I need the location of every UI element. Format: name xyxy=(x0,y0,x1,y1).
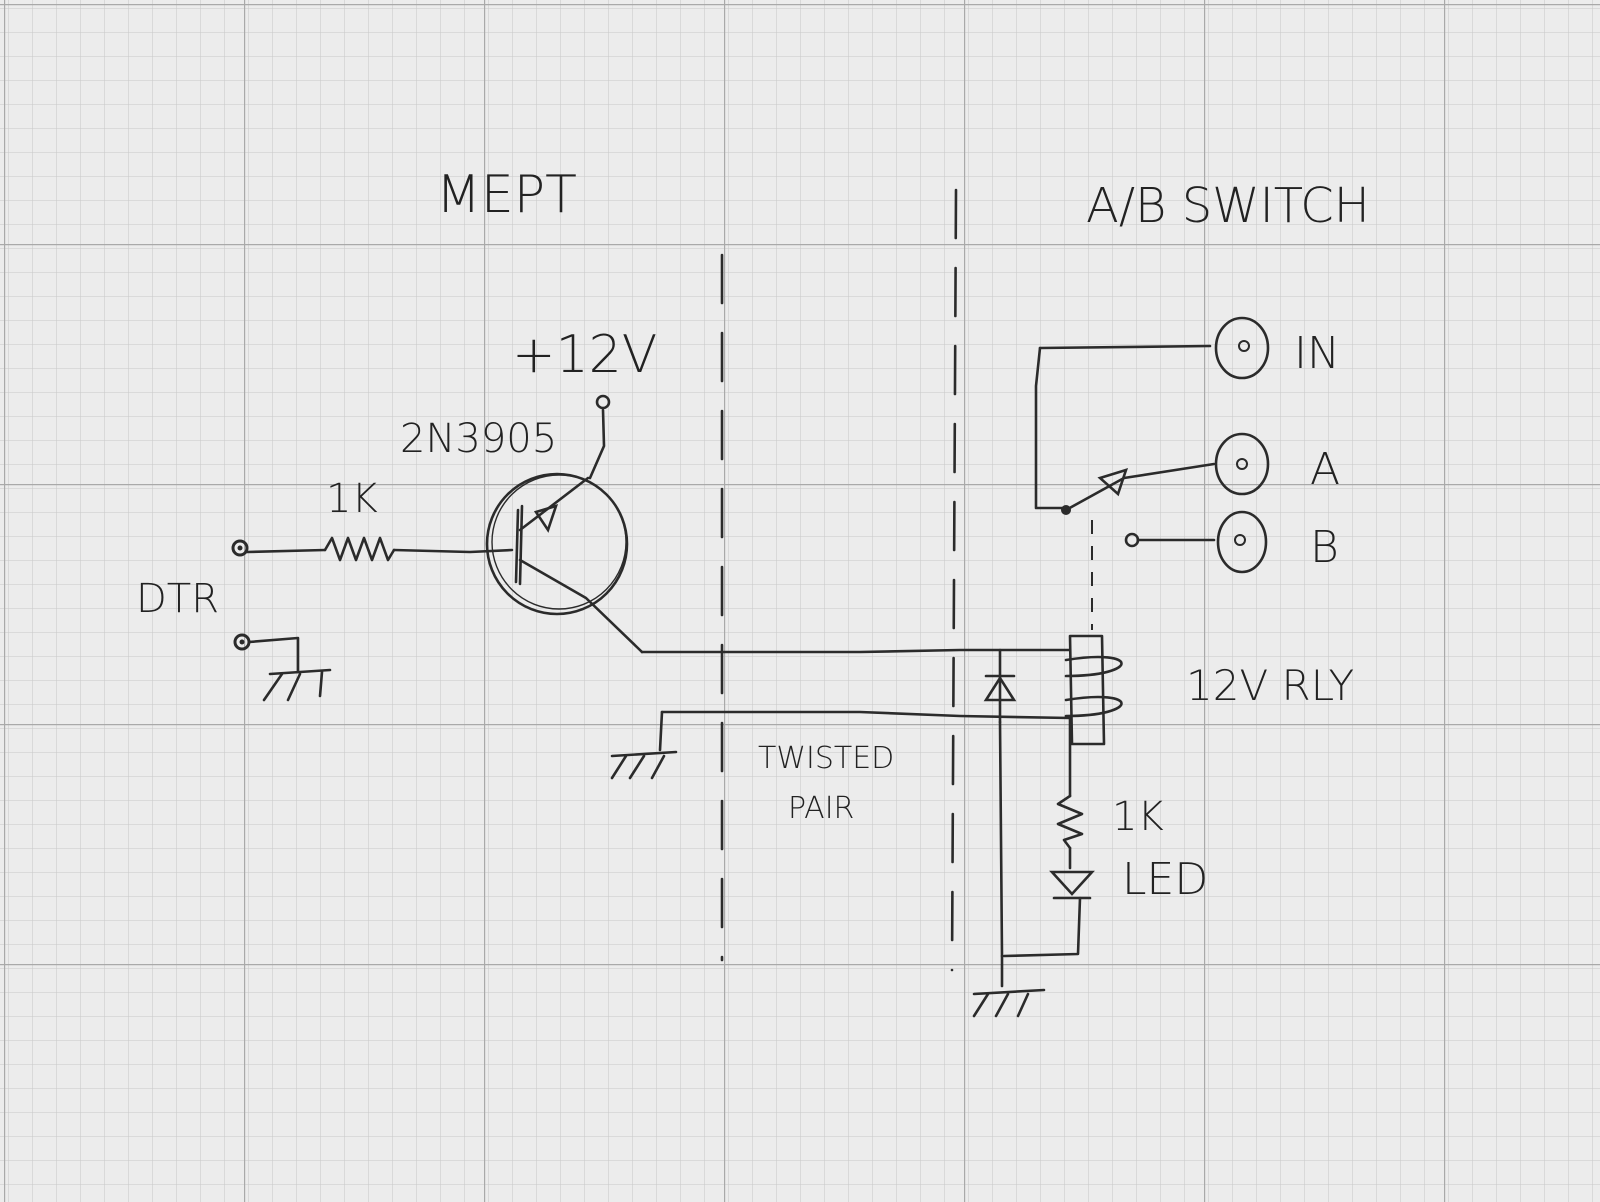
twisted-pair-wire-1 xyxy=(640,648,1072,654)
ab-switch-label: A/B SWITCH xyxy=(1086,178,1370,234)
connector-b xyxy=(1216,510,1268,574)
dtr-ground-symbol xyxy=(247,636,332,702)
pair-label: PAIR xyxy=(788,791,854,826)
supply-voltage-label: +12V xyxy=(512,325,657,385)
supply-terminal xyxy=(595,394,611,410)
base-wire xyxy=(392,548,514,554)
bottom-ground-symbol xyxy=(972,954,1046,1018)
transistor-symbol xyxy=(485,472,644,654)
in-label: IN xyxy=(1294,328,1340,379)
twisted-label: TWISTED xyxy=(758,741,894,776)
b-label: B xyxy=(1310,522,1339,573)
emitter-wire xyxy=(588,408,606,480)
flyback-diode-symbol xyxy=(983,648,1017,724)
connector-in xyxy=(1214,316,1270,380)
twisted-pair-ground-symbol xyxy=(610,710,678,780)
dtr-label: DTR xyxy=(136,576,219,622)
switch-contacts xyxy=(1034,344,1216,548)
connector-a xyxy=(1214,432,1270,496)
led-symbol xyxy=(1002,846,1095,958)
transistor-label: 2N3905 xyxy=(400,416,557,462)
return-wire xyxy=(998,720,1004,958)
mept-label: MEPT xyxy=(436,165,577,225)
input-resistor-symbol xyxy=(323,536,396,562)
dtr-terminals xyxy=(231,539,251,651)
relay-coil-symbol xyxy=(1064,634,1123,746)
divider-right xyxy=(950,188,958,972)
dtr-wire xyxy=(245,548,327,554)
input-resistor-label: 1K xyxy=(326,476,378,522)
led-resistor-label: 1K xyxy=(1112,794,1164,840)
led-label: LED xyxy=(1122,854,1208,905)
led-resistor-symbol xyxy=(1056,794,1084,850)
twisted-pair-wire-2 xyxy=(660,710,1072,720)
relay-label: 12V RLY xyxy=(1186,661,1354,710)
a-label: A xyxy=(1310,444,1340,495)
